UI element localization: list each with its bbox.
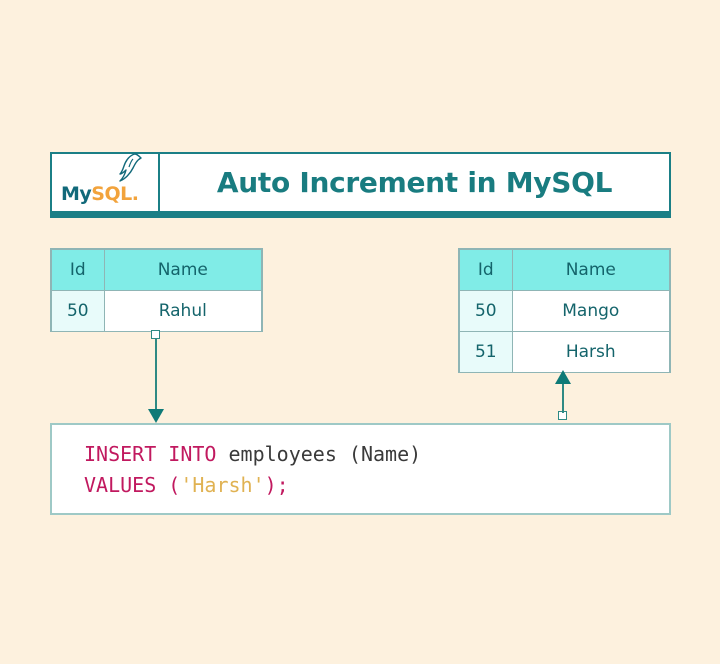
connector-line	[155, 338, 157, 416]
cell-name: Rahul	[103, 290, 263, 332]
sql-paren-close: );	[264, 473, 289, 497]
column-header-id: Id	[459, 249, 513, 291]
sql-keyword: INSERT INTO	[84, 442, 229, 466]
sql-string-literal: 'Harsh'	[180, 473, 265, 497]
page-title: Auto Increment in MySQL	[216, 166, 613, 199]
column-header-id: Id	[51, 249, 105, 291]
sql-keyword: VALUES	[84, 473, 169, 497]
cell-name: Mango	[511, 290, 671, 332]
title-banner: MySQL. Auto Increment in MySQL	[50, 152, 671, 218]
mysql-logo-sql: SQL	[91, 183, 132, 205]
mysql-logo: MySQL.	[57, 153, 153, 205]
column-header-name: Name	[103, 249, 263, 291]
mysql-logo-my: My	[61, 183, 92, 205]
sql-table-name: employees	[228, 442, 349, 466]
table-header-row: Id Name	[459, 249, 671, 291]
cell-name: Harsh	[511, 331, 671, 373]
arrow-down-icon	[148, 409, 164, 423]
table-row: 50 Mango	[459, 290, 671, 332]
arrow-up-icon	[555, 370, 571, 384]
employees-table-after: Id Name 50 Mango 51 Harsh	[458, 248, 671, 373]
column-header-name: Name	[511, 249, 671, 291]
table-row: 50 Rahul	[51, 290, 263, 332]
logo-cell: MySQL.	[52, 153, 160, 211]
code-line-1: INSERT INTO employees (Name)	[84, 439, 669, 470]
title-cell: Auto Increment in MySQL	[160, 154, 669, 211]
employees-table-before: Id Name 50 Rahul	[50, 248, 263, 332]
cell-id: 51	[459, 331, 513, 373]
mysql-wordmark: MySQL.	[61, 183, 139, 205]
sql-insert-statement: INSERT INTO employees (Name) VALUES ('Ha…	[50, 423, 671, 515]
cell-id: 50	[459, 290, 513, 332]
code-line-2: VALUES ('Harsh');	[84, 470, 669, 501]
connector-line	[562, 383, 564, 413]
dolphin-icon	[119, 153, 142, 182]
mysql-logo-dot: .	[131, 183, 139, 205]
table-header-row: Id Name	[51, 249, 263, 291]
sql-paren-open: (	[168, 473, 181, 497]
table-row: 51 Harsh	[459, 331, 671, 373]
cell-id: 50	[51, 290, 105, 332]
sql-column-list: (Name)	[348, 442, 422, 466]
